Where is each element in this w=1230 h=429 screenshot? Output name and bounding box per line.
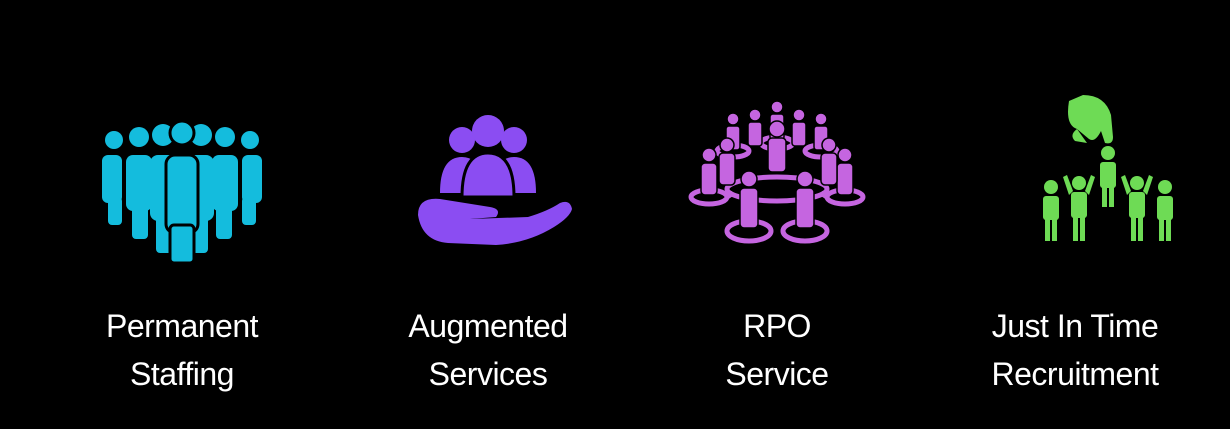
people-network-icon: [667, 85, 887, 265]
hand-holding-people-icon: [378, 85, 598, 265]
service-label-line2: Staffing: [130, 356, 234, 392]
hand-picking-person-icon: [965, 85, 1185, 265]
service-label-line2: Recruitment: [991, 356, 1160, 392]
service-card-rpo-service[interactable]: RPO Service: [627, 85, 927, 405]
service-label-line1: RPO: [743, 308, 811, 344]
service-label: RPO Service: [627, 302, 927, 398]
service-label-line1: Permanent: [105, 308, 259, 344]
service-label-line1: Augmented: [408, 308, 568, 344]
service-label: Augmented Services: [338, 302, 638, 398]
team-group-icon: [72, 85, 292, 265]
service-label-line1: Just In Time: [991, 308, 1159, 344]
service-card-augmented-services[interactable]: Augmented Services: [338, 85, 638, 405]
service-label-line2: Services: [428, 356, 548, 392]
service-label-line2: Service: [725, 356, 829, 392]
service-label: Just In Time Recruitment: [925, 302, 1225, 398]
service-card-permanent-staffing[interactable]: Permanent Staffing: [32, 85, 332, 405]
service-label: Permanent Staffing: [32, 302, 332, 398]
service-card-just-in-time-recruitment[interactable]: Just In Time Recruitment: [925, 85, 1225, 405]
